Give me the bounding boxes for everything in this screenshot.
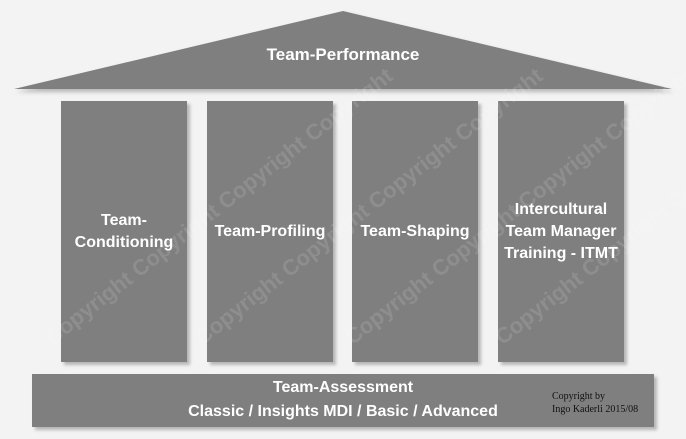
pillar-label: Team-Conditioning [74, 211, 174, 251]
copyright-line-2: Ingo Kaderli 2015/08 [552, 404, 639, 415]
copyright-note: Copyright by Ingo Kaderli 2015/08 [552, 390, 638, 416]
roof-title: Team-Performance [266, 45, 420, 64]
pillar-label: Team-Profiling [214, 222, 326, 240]
base-subtitle: Classic / Insights MDI / Basic / Advance… [188, 403, 498, 420]
pillar-label: Intercultural Team Manager Training - IT… [504, 200, 618, 262]
roof-shape [14, 11, 672, 89]
pillar-itmt: Intercultural Team Manager Training - IT… [498, 101, 624, 362]
pillar-label: Team-Shaping [360, 222, 470, 240]
pillar-team-shaping: Team-Shaping [352, 101, 478, 362]
base-foundation: Team-Assessment Classic / Insights MDI /… [32, 374, 654, 427]
pillar-team-profiling: Team-Profiling [207, 101, 333, 362]
pillar-team-conditioning: Team-Conditioning [61, 101, 187, 362]
base-title: Team-Assessment [272, 379, 414, 396]
copyright-line-1: Copyright by [552, 391, 606, 402]
